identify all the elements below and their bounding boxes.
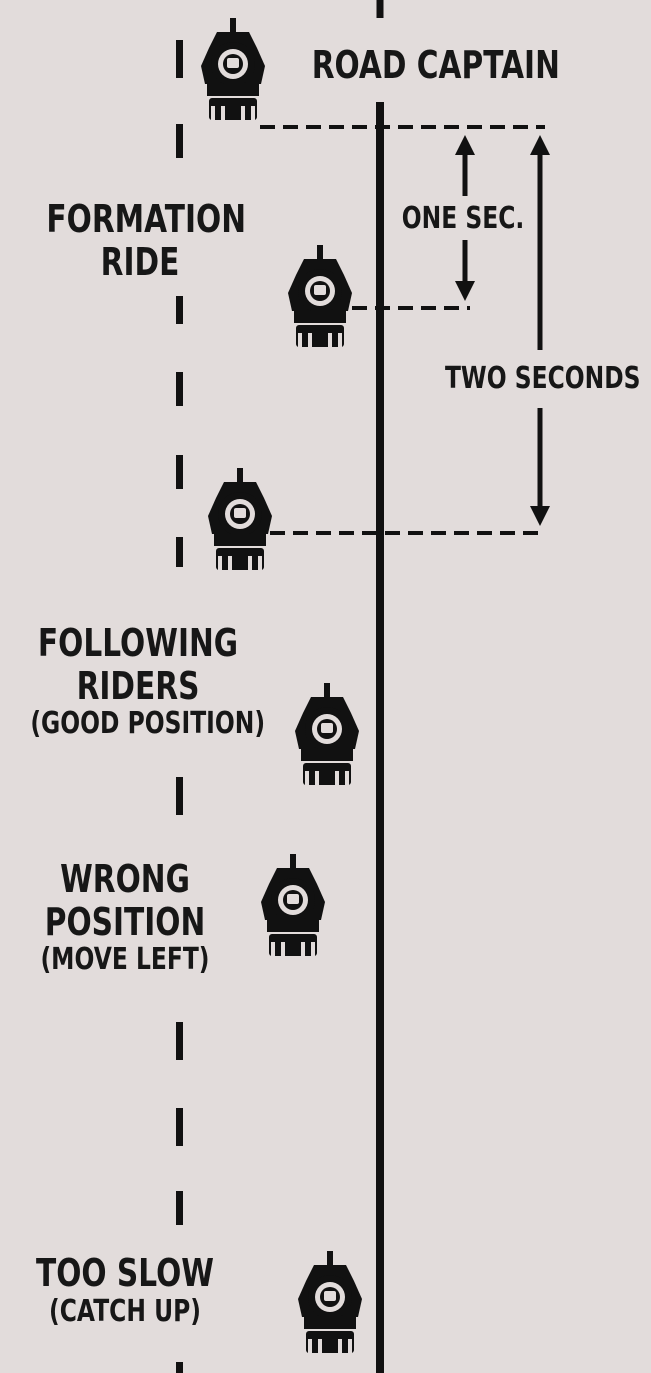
too-slow-line1: TOO SLOW [35, 1251, 215, 1295]
wrong-position-line1: WRONG [60, 857, 190, 901]
following-riders-line2: RIDERS [76, 663, 200, 708]
too-slow-label: TOO SLOW (CATCH UP) [28, 1252, 223, 1328]
formation-ride-label: FORMATION RIDE [46, 197, 247, 284]
road-captain-text: ROAD CAPTAIN [311, 43, 560, 87]
too-slow-note: (CATCH UP) [49, 1293, 201, 1329]
motorcycle-icon [298, 1251, 362, 1353]
wrong-position-note: (MOVE LEFT) [40, 942, 210, 978]
one-sec-text: ONE SEC. [401, 201, 525, 236]
motorcycle-icon [295, 683, 359, 785]
following-riders-line1: FOLLOWING [37, 621, 239, 665]
lane-dash-marks [176, 40, 183, 1373]
motorcycle-icon [261, 854, 325, 956]
wrong-position-label: WRONG POSITION (MOVE LEFT) [28, 858, 223, 977]
wrong-position-line2: POSITION [44, 899, 206, 944]
two-seconds-label: TWO SECONDS [445, 364, 641, 394]
motorcycle-icon [288, 245, 352, 347]
following-riders-note: (GOOD POSITION) [30, 706, 266, 742]
motorcycle-icon [201, 18, 265, 120]
formation-ride-line1: FORMATION [46, 197, 247, 241]
two-seconds-text: TWO SECONDS [444, 361, 641, 396]
following-riders-label: FOLLOWING RIDERS (GOOD POSITION) [30, 621, 266, 742]
motorcycle-icon [208, 468, 272, 570]
one-sec-label: ONE SEC. [397, 204, 530, 234]
formation-ride-line2: RIDE [100, 239, 180, 284]
road-captain-label: ROAD CAPTAIN [311, 43, 560, 87]
